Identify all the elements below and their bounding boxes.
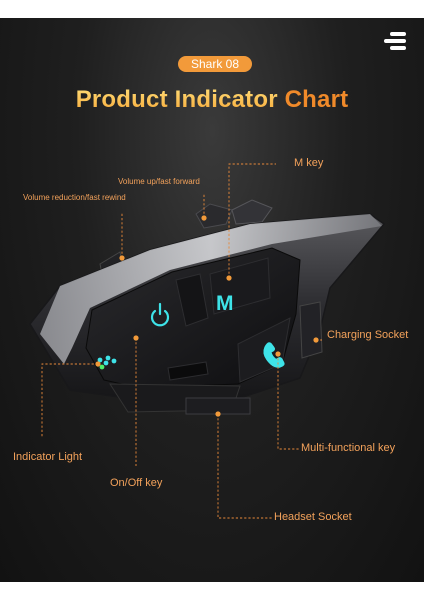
top-key-rear — [231, 199, 273, 225]
label-charging-socket: Charging Socket — [327, 329, 409, 341]
product-poster: Shark 08 Product Indicator Chart — [0, 18, 424, 582]
page-title: Product Indicator Chart — [0, 86, 424, 114]
headset-socket — [185, 397, 251, 415]
title-part2: Chart — [284, 86, 349, 113]
device-rim — [40, 214, 382, 364]
label-indicator-light: Indicator Light — [13, 451, 83, 463]
indicator-lights — [97, 355, 117, 370]
menu-icon[interactable] — [384, 32, 406, 50]
label-m-key: M key — [294, 157, 324, 169]
title-part1: Product Indicator — [75, 86, 285, 113]
intercom-device-illustration: M — [29, 163, 386, 519]
label-multi-functional-key: Multi-functional key — [301, 442, 396, 454]
power-icon — [150, 302, 170, 327]
label-volume-up: Volume up/fast forward — [118, 177, 200, 186]
charging-socket-block — [299, 301, 323, 359]
m-button-glyph: M — [216, 292, 234, 315]
top-key-front — [195, 203, 233, 229]
label-volume-down: Volume reduction/fast rewind — [23, 193, 126, 202]
phone-icon — [263, 342, 285, 368]
model-badge: Shark 08 — [178, 56, 252, 72]
label-onoff-key: On/Off key — [110, 477, 163, 489]
label-headset-socket: Headset Socket — [274, 511, 352, 523]
